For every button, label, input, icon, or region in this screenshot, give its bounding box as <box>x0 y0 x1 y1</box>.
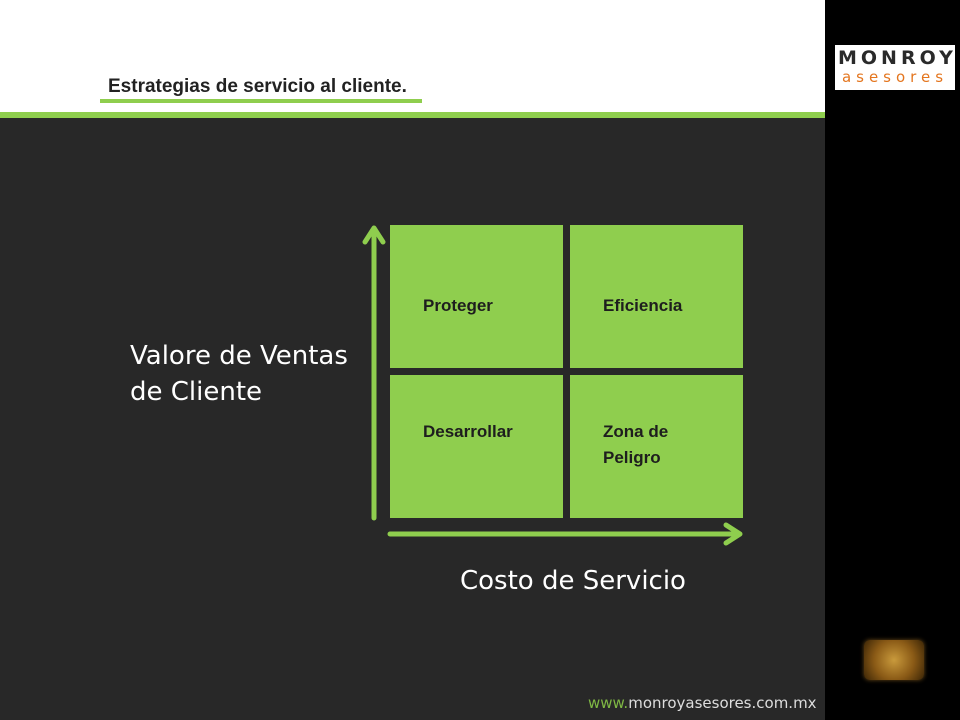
quadrant-top-left: Proteger <box>390 225 563 368</box>
footer-url-domain: monroyasesores.com.mx <box>628 694 817 712</box>
x-axis-arrowhead <box>723 522 743 546</box>
service-strategy-matrix: Proteger Eficiencia Desarrollar Zona de … <box>130 225 743 596</box>
logo-line-2: asesores <box>841 68 949 86</box>
right-side-panel <box>825 0 960 720</box>
title-underline <box>100 99 422 103</box>
footer-website-link[interactable]: www.monroyasesores.com.mx <box>588 694 817 712</box>
axes-svg <box>362 225 743 546</box>
quadrant-label-zona-de-peligro: Zona de Peligro <box>603 422 669 467</box>
y-axis-arrowhead <box>362 225 386 245</box>
header-bar <box>0 0 825 112</box>
slide-title: Estrategias de servicio al cliente. <box>108 76 407 97</box>
quadrant-label-eficiencia: Eficiencia <box>603 296 683 315</box>
quadrant-label-proteger: Proteger <box>423 296 493 315</box>
header-divider <box>0 112 825 118</box>
x-axis-label: Costo de Servicio <box>460 566 686 596</box>
compass-emblem-icon <box>864 640 924 680</box>
y-axis-label: Valore de Ventas de Cliente <box>130 341 348 407</box>
logo-line-1: MONROY <box>838 47 957 69</box>
quadrant-bottom-right: Zona de Peligro <box>570 375 743 518</box>
footer-url-prefix: www. <box>588 694 629 712</box>
company-logo: MONROY asesores <box>835 45 955 90</box>
quadrant-top-right: Eficiencia <box>570 225 743 368</box>
quadrant-label-desarrollar: Desarrollar <box>423 422 513 441</box>
quadrant-bottom-left: Desarrollar <box>390 375 563 518</box>
